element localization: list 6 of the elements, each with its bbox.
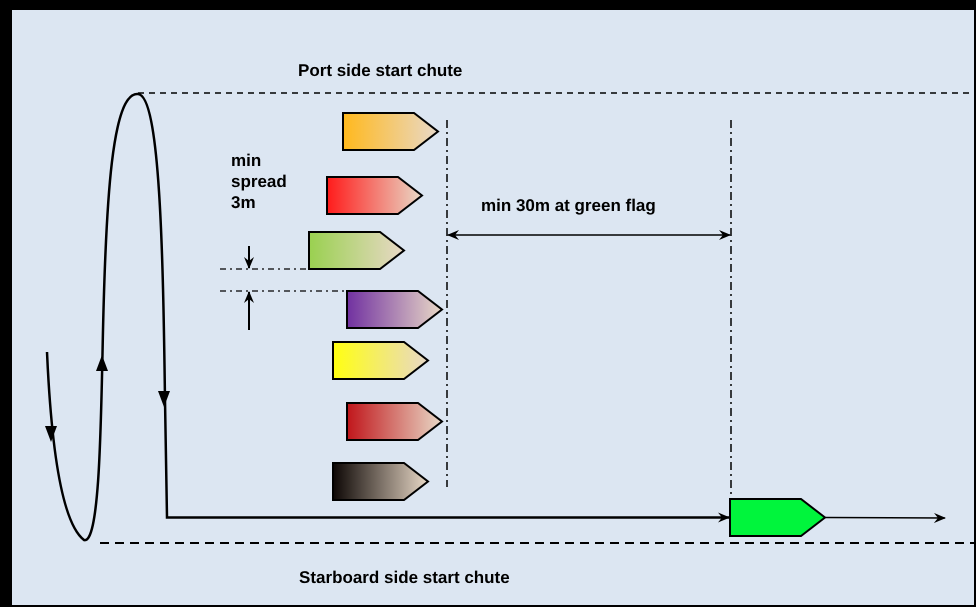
label-text: Starboard side start chute — [299, 567, 510, 588]
label-text: min spread 3m — [231, 150, 288, 213]
course-arrow — [825, 512, 946, 523]
label-text: min 30m at green flag — [481, 195, 656, 216]
label-text: Port side start chute — [298, 60, 462, 81]
course-arrow — [45, 92, 730, 542]
